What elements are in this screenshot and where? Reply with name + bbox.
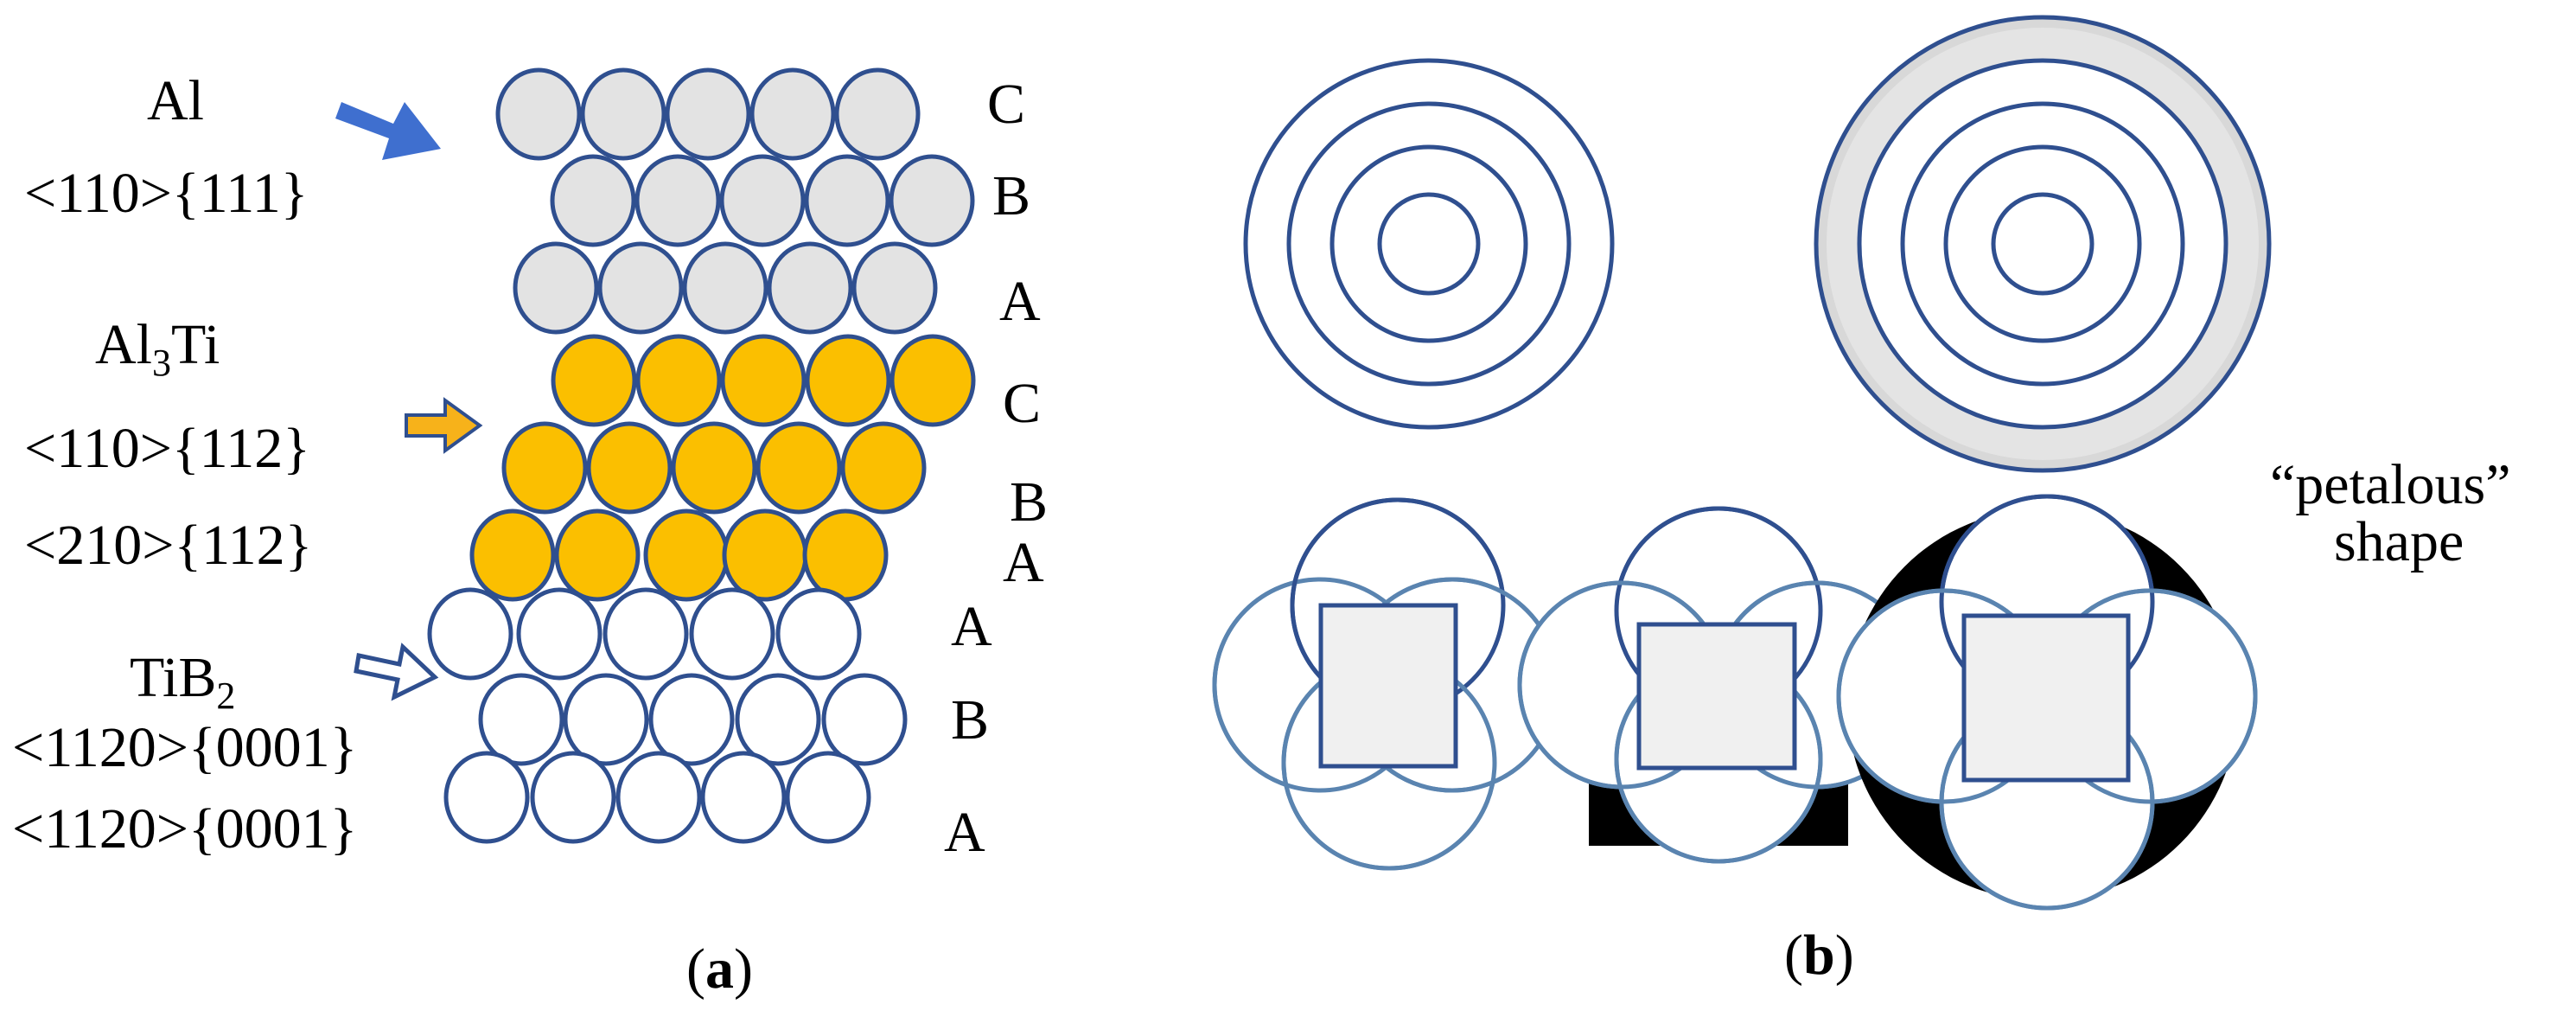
atom [643, 508, 730, 602]
atom [586, 421, 673, 515]
ring [1377, 192, 1481, 296]
atom [443, 751, 530, 844]
concentric-circles-textured [1814, 15, 2272, 473]
al-layer-a: A [999, 270, 1041, 333]
tib2-layer-a-top: A [951, 595, 992, 658]
ring [1943, 144, 2142, 343]
tib2-atoms [427, 587, 908, 844]
atom [834, 67, 921, 161]
tib2-orientation-2: <1120>{0001} [12, 797, 357, 860]
petal-shape-full [1836, 494, 2258, 911]
atom [767, 241, 853, 335]
al3ti-layer-b: B [1010, 470, 1048, 534]
al3ti-orientation-2: <210>{112} [24, 514, 312, 577]
al3ti-layer-a: A [1003, 531, 1044, 594]
panel-a-label: (a) [686, 937, 753, 1001]
tib2-orientation-1: <1120>{0001} [12, 716, 357, 779]
al-name: Al [147, 69, 204, 132]
atom [665, 67, 751, 161]
al-atoms [495, 67, 975, 335]
atom [889, 334, 976, 427]
atom [805, 334, 891, 427]
atom [563, 673, 649, 766]
atom [840, 421, 927, 515]
atom [689, 587, 775, 681]
atom [785, 751, 871, 844]
al3ti-atoms [469, 334, 976, 602]
atom [495, 67, 582, 161]
petal-core-square [1636, 622, 1797, 771]
petal-shape-plain [1212, 497, 1560, 871]
atom [671, 421, 757, 515]
atom [756, 421, 842, 515]
atom [530, 751, 616, 844]
al-orientation: <110>{111} [24, 162, 308, 225]
ring [1857, 58, 2228, 430]
ring [1286, 101, 1572, 387]
al-layer-c: C [987, 73, 1025, 136]
atom [682, 241, 768, 335]
atom [469, 508, 556, 602]
atom [775, 587, 862, 681]
al-layer-b: B [992, 164, 1030, 227]
atom [550, 154, 636, 247]
al3ti-arrow-icon [405, 397, 483, 454]
atom [635, 334, 722, 427]
petalous-caption-line1: “petalous” [2270, 453, 2511, 516]
al3ti-layer-c: C [1003, 372, 1041, 435]
atom [720, 334, 807, 427]
petal-core-square [1961, 613, 2131, 783]
atom [700, 751, 787, 844]
atom [851, 241, 938, 335]
atom [580, 67, 666, 161]
atom [427, 587, 513, 681]
atom [603, 587, 689, 681]
atom [513, 241, 599, 335]
atom [516, 587, 603, 681]
atom [615, 751, 702, 844]
ring [1991, 192, 2095, 296]
atom [749, 67, 836, 161]
al3ti-orientation-1: <110>{112} [24, 417, 310, 480]
atom [889, 154, 975, 247]
tib2-arrow-icon [354, 643, 439, 701]
atom [551, 334, 637, 427]
atom [554, 508, 641, 602]
concentric-circles-plain [1243, 58, 1615, 430]
panel-b: “petalous” shape (b) [1212, 15, 2511, 987]
ring [1243, 58, 1615, 430]
atom [804, 154, 890, 247]
tib2-layer-b: B [951, 688, 989, 752]
al-arrow-icon [335, 102, 441, 160]
atom [634, 154, 721, 247]
ring [1900, 101, 2185, 387]
atom [478, 673, 564, 766]
ring [1329, 144, 1528, 343]
petal-core-square [1318, 603, 1458, 769]
atom [802, 508, 889, 602]
atom [501, 421, 588, 515]
panel-b-label: (b) [1784, 924, 1854, 987]
atom [821, 673, 908, 766]
atom [722, 508, 808, 602]
atom [597, 241, 684, 335]
petalous-caption-line2: shape [2334, 510, 2464, 573]
tib2-layer-a-bottom: A [944, 801, 985, 864]
panel-a: Al <110>{111} Al3Ti <110>{112} <210>{112… [12, 67, 1048, 1001]
atom [735, 673, 821, 766]
atom [648, 673, 735, 766]
tib2-name: TiB2 [130, 646, 235, 717]
atom [719, 154, 806, 247]
al3ti-name: Al3Ti [95, 313, 220, 384]
petal-shape-partial [1517, 506, 1922, 864]
